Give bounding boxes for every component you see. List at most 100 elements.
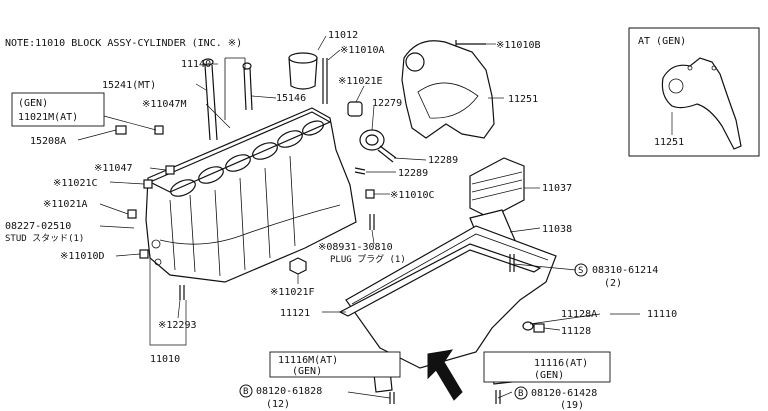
label-15208A: 15208A — [30, 136, 66, 147]
label-08310-qty: (2) — [604, 278, 622, 289]
label-11110: 11110 — [647, 309, 677, 320]
leader-15241 — [195, 83, 207, 91]
leader-11038 — [509, 227, 541, 233]
block-skirt — [159, 204, 341, 245]
leader-12293 — [177, 299, 181, 319]
leader-11012 — [317, 35, 327, 51]
leader-11010A — [327, 49, 341, 61]
leader-11047M — [205, 103, 231, 129]
bolt-08120b — [495, 390, 501, 404]
bore-4 — [252, 142, 278, 160]
part-labels: 11012 ※11010A ※11010B 11140 15241(MT) ※1… — [5, 30, 677, 411]
dowel-11010B — [455, 40, 486, 48]
bore-2 — [198, 166, 224, 184]
inset-part-label: 11251 — [654, 137, 684, 148]
plug-11021C — [143, 179, 153, 189]
inset-title: AT (GEN) — [638, 36, 686, 47]
bore-3 — [225, 154, 251, 172]
block-outline — [145, 107, 357, 283]
bolt-08310 — [509, 254, 515, 272]
bore-6 — [302, 120, 324, 136]
leader-11021A — [99, 203, 129, 215]
circle-s-letter: S — [578, 266, 583, 276]
washer-11128 — [533, 323, 545, 333]
leader-11021C — [109, 181, 145, 185]
label-12289a: 12289 — [428, 155, 458, 166]
inset-rear-plate — [661, 57, 742, 150]
block-deck — [148, 111, 332, 193]
circle-b-letter-1: B — [243, 387, 248, 397]
leader-11021M — [103, 115, 157, 131]
oil-pan-flange — [351, 233, 549, 305]
callout-box-11116 — [483, 351, 611, 383]
plug-11021E — [347, 101, 363, 117]
label-11116M-line1: 11116M(AT) — [278, 355, 338, 366]
label-plug: PLUG プラグ (1) — [330, 253, 406, 265]
dowel-11010D — [139, 249, 149, 259]
note-text: NOTE:11010 BLOCK ASSY-CYLINDER (INC. ※) — [5, 38, 242, 49]
inset-hole-3 — [711, 65, 717, 71]
callout-box-11116M — [269, 351, 401, 378]
leader-08227 — [99, 225, 135, 229]
inset-box: AT (GEN) 11251 — [628, 27, 760, 157]
label-08120b: 08120-61428 — [531, 388, 597, 399]
plug-08931 — [369, 214, 375, 230]
label-11251: 11251 — [508, 94, 538, 105]
dipstick-bracket — [224, 57, 246, 120]
label-08120a-qty: (12) — [266, 399, 290, 410]
label-11047M: ※11047M — [142, 99, 187, 110]
cylinder-liner — [288, 52, 318, 90]
leader-12279 — [371, 105, 375, 131]
leader-08120b — [497, 391, 513, 399]
leader-11010 — [149, 255, 187, 346]
plug-15208A — [115, 125, 127, 135]
label-08120a: 08120-61828 — [256, 386, 322, 397]
leader-11010D — [115, 253, 141, 257]
label-11037: 11037 — [542, 183, 572, 194]
cylinder-bores — [170, 120, 324, 197]
label-15146: 15146 — [276, 93, 306, 104]
leader-08120a — [347, 391, 391, 399]
label-08120b-qty: (19) — [560, 400, 584, 411]
label-11116M-line2: (GEN) — [292, 366, 322, 377]
circle-b-marker-1 — [239, 384, 253, 398]
bore-5 — [277, 130, 303, 148]
gasket-11121 — [338, 243, 542, 317]
leader-11021E — [355, 85, 365, 103]
label-11010: 11010 — [150, 354, 180, 365]
label-11012: 11012 — [328, 30, 358, 41]
plug-11047M — [154, 125, 164, 135]
leader-lines — [77, 35, 640, 399]
circle-b-marker-2 — [514, 386, 528, 400]
label-11121: 11121 — [280, 308, 310, 319]
dowel-11010A — [322, 58, 328, 104]
strainer-body — [469, 157, 525, 219]
seal-12279-inner — [365, 134, 379, 146]
dowel-12289 — [354, 167, 366, 175]
rear-plate-recess — [417, 82, 479, 119]
label-stud: STUD スタッド(1) — [5, 233, 84, 244]
label-11116-line1: 11116(AT) — [534, 358, 588, 369]
label-08227: 08227-02510 — [5, 221, 71, 232]
inset-frame — [628, 27, 760, 157]
label-11010C: ※11010C — [390, 190, 435, 201]
block-boss-2 — [154, 258, 162, 266]
label-11010A: ※11010A — [340, 45, 385, 56]
label-11021A: ※11021A — [43, 199, 88, 210]
label-11021F: ※11021F — [270, 287, 315, 298]
leader-11128 — [543, 327, 561, 331]
label-11010B: ※11010B — [496, 40, 541, 51]
circle-b-letter-2: B — [518, 389, 523, 399]
plug-11021A — [127, 209, 137, 219]
inset-hole-2 — [687, 65, 693, 71]
stud-15146 — [243, 67, 253, 111]
stud-15146-head — [242, 62, 252, 70]
leader-11128A — [529, 313, 601, 325]
bore-1 — [170, 179, 196, 197]
label-08310: 08310-61214 — [592, 265, 658, 276]
strainer-fins — [471, 171, 523, 201]
leader-15208A — [77, 129, 117, 141]
inset-hole-1 — [668, 78, 684, 94]
plug-11021F — [289, 257, 307, 275]
label-11140: 11140 — [181, 59, 211, 70]
